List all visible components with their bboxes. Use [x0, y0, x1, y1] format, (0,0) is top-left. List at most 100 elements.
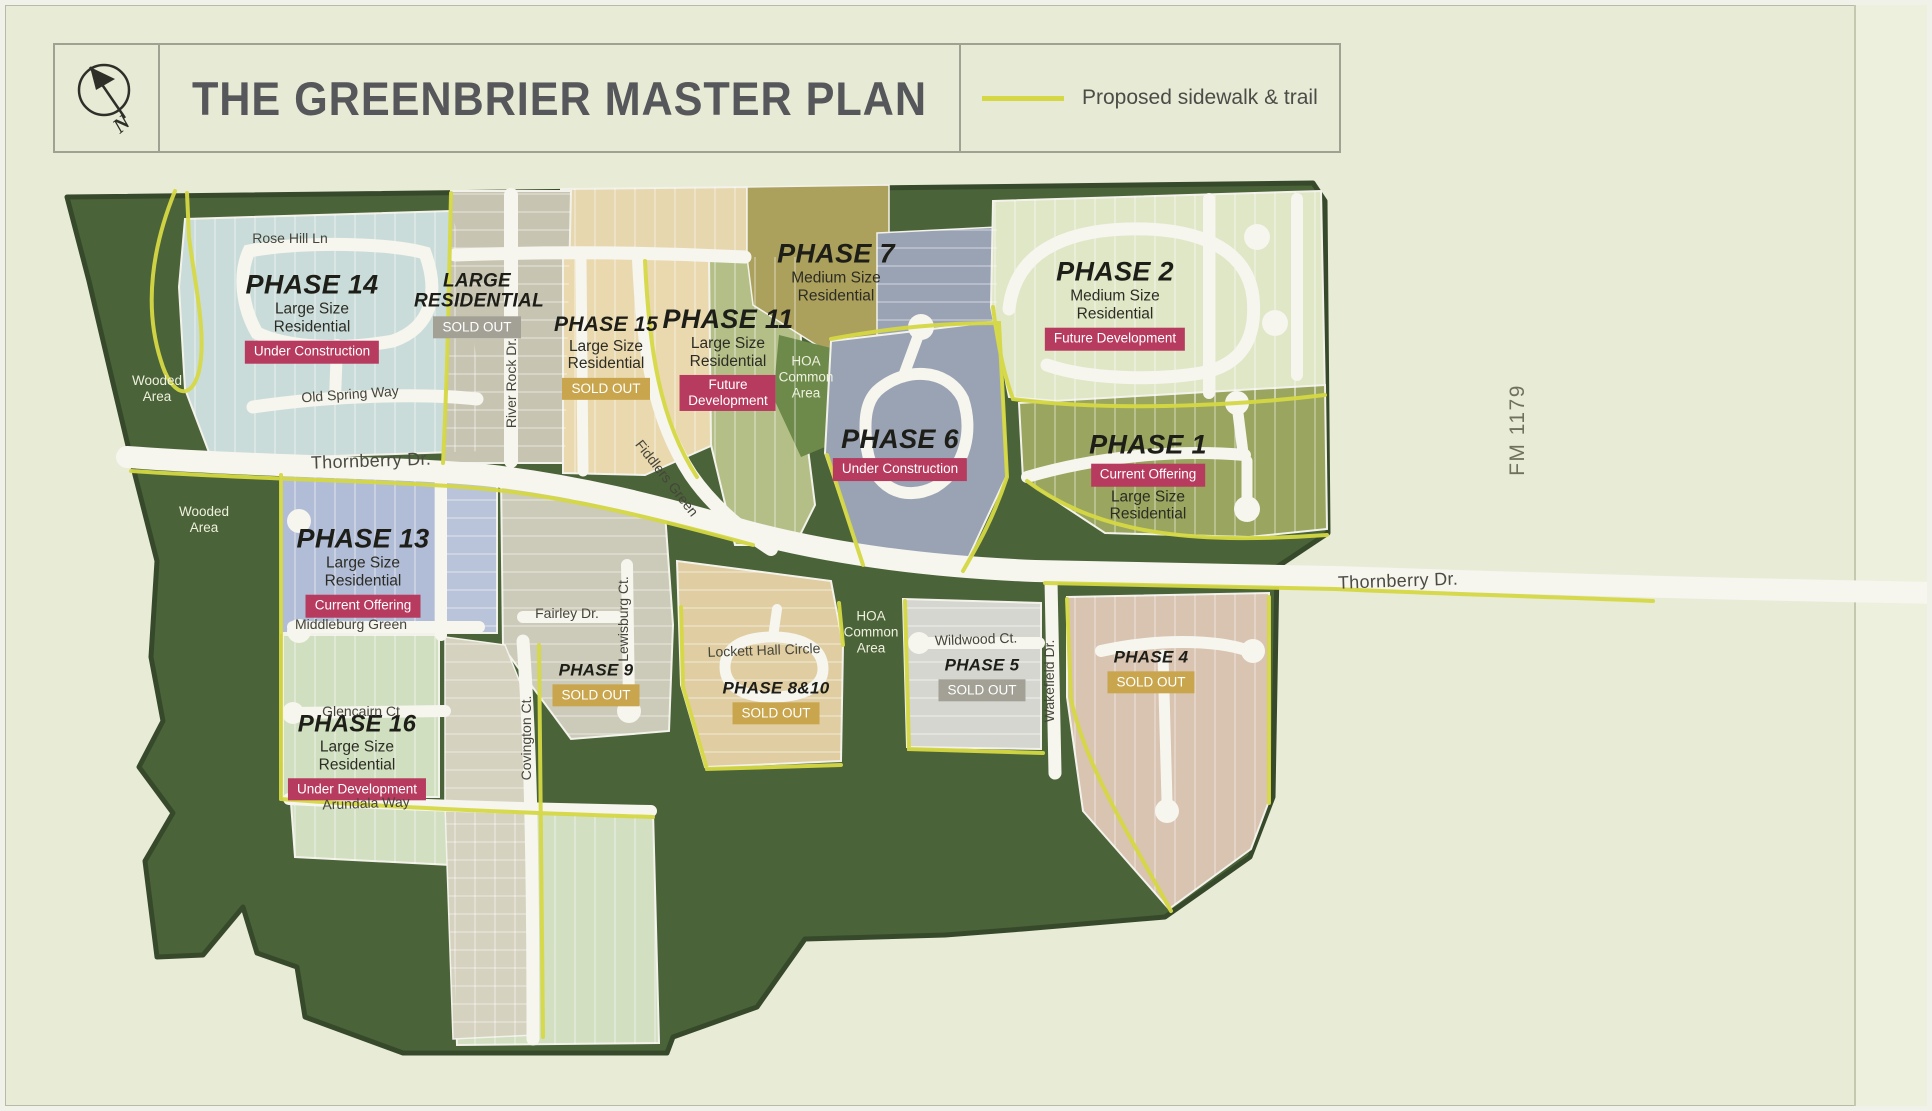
- phase-status-badge: Future Development: [1044, 327, 1186, 351]
- area-label-wooded-2: Wooded Area: [178, 503, 230, 535]
- phase-name: PHASE 11: [662, 303, 794, 334]
- road-phase15-street: [575, 253, 589, 477]
- master-plan-map: [64, 5, 1927, 1106]
- phase-status-badge: SOLD OUT: [552, 684, 640, 707]
- legend: Proposed sidewalk & trail: [958, 45, 1339, 151]
- phase-name: PHASE 8&10: [722, 678, 830, 698]
- compass-cell: N: [55, 45, 160, 151]
- phase-name: PHASE 6: [841, 424, 959, 455]
- road-phase1-street: [1021, 447, 1251, 483]
- road-phase6-loop: [859, 367, 974, 500]
- phase-status-badge: Current Offering: [1090, 464, 1206, 487]
- header: N THE GREENBRIER MASTER PLAN Proposed si…: [53, 43, 1341, 153]
- road-thornberry-dr: [116, 446, 1927, 604]
- road-label-fm-1179: FM 1179: [1505, 384, 1529, 476]
- road-label-wildwood-ct: Wildwood Ct.: [934, 629, 1018, 649]
- phase-name: PHASE 2: [1056, 256, 1174, 287]
- road-label-glencairn-ct: Glencairn Ct: [322, 702, 400, 719]
- road-label-thornberry-left: Thornberry Dr.: [310, 448, 432, 473]
- road-label-fairley-dr: Fairley Dr.: [535, 604, 599, 621]
- phase-status-badge: SOLD OUT: [938, 679, 1026, 702]
- phase-5-label: PHASE 5 SOLD OUT: [938, 655, 1026, 702]
- phase-15-label: PHASE 15 Large Size Residential SOLD OUT: [548, 312, 664, 401]
- legend-trail-line-icon: [981, 95, 1064, 101]
- legend-label: Proposed sidewalk & trail: [1081, 86, 1318, 109]
- trail-phase2: [991, 305, 1327, 409]
- road-phase6-connector: [897, 333, 923, 383]
- road-old-spring-way: [246, 389, 484, 414]
- road-label-lewisburg-ct: Lewisburg Ct.: [614, 576, 631, 662]
- phase-status-badge: SOLD OUT: [562, 377, 650, 401]
- phase-status-badge: Under Development: [287, 778, 427, 801]
- phase-status-badge: Current Offering: [305, 594, 421, 618]
- trail-thornberry-left: [129, 469, 755, 547]
- fm-1179-road: [1854, 5, 1927, 1106]
- lot-lines: [179, 187, 1327, 1045]
- trail-phase8-10: [679, 601, 845, 772]
- road-label-wakefield-dr: Wakefield Dr.: [1040, 639, 1057, 723]
- phase-name: PHASE 13: [296, 523, 430, 554]
- trail-phase5: [903, 599, 1045, 755]
- trail-thornberry-right: [1043, 581, 1655, 603]
- trail-paths: [129, 189, 1655, 1039]
- phase-status-badge: SOLD OUT: [433, 316, 521, 339]
- phase-7-label: PHASE 7 Medium Size Residential: [777, 239, 895, 304]
- road-label-arundala-way: Arundala Way: [322, 793, 410, 813]
- phase-status-badge: Under Construction: [832, 458, 968, 481]
- phase-1-label: PHASE 1 Current Offering Large Size Resi…: [1089, 429, 1207, 524]
- phase-status-badge: SOLD OUT: [732, 702, 820, 725]
- road-wakefield-dr: [1044, 574, 1062, 780]
- phase-name: PHASE 14: [245, 269, 379, 300]
- compass-icon: N: [78, 63, 136, 138]
- phase-4-label: PHASE 4 SOLD OUT: [1107, 647, 1195, 694]
- phase-8-10-label: PHASE 8&10 SOLD OUT: [722, 678, 830, 725]
- road-label-covington-ct: Covington Ct.: [517, 695, 534, 781]
- page-title: THE GREENBRIER MASTER PLAN: [191, 71, 927, 125]
- phase-status-badge: SOLD OUT: [1107, 671, 1195, 694]
- trail-wooded-loop: [149, 189, 204, 394]
- phase-subtitle: Large Size Residential: [273, 301, 351, 336]
- road-top-loop: [448, 246, 752, 264]
- phase-name: PHASE 1: [1089, 429, 1207, 460]
- phase-subtitle: Large Size Residential: [318, 738, 396, 773]
- phase-2-label: PHASE 2 Medium Size Residential Future D…: [1044, 256, 1186, 351]
- phase-14-label: PHASE 14 Large Size Residential Under Co…: [244, 269, 380, 364]
- road-phase2-loop: [1002, 222, 1261, 385]
- road-lockett-connector: [768, 604, 782, 642]
- large-residential-label: LARGE RESIDENTIAL SOLD OUT: [414, 270, 544, 339]
- area-label-hoa-1: HOA Common Area: [778, 353, 834, 402]
- phase-subtitle: Large Size Residential: [1109, 488, 1187, 523]
- phase-name: PHASE 9: [558, 660, 634, 680]
- cul-de-sac-bulbs: [282, 224, 1288, 823]
- road-lewisburg-ct: [621, 559, 635, 711]
- phase-name: PHASE 5: [944, 655, 1020, 675]
- trail-bottom: [279, 797, 655, 819]
- trail-phase4: [1065, 595, 1271, 913]
- phase-subtitle: Medium Size Residential: [1070, 288, 1160, 323]
- phase-name: PHASE 16: [297, 710, 417, 738]
- phase-subtitle: Large Size Residential: [689, 335, 767, 370]
- phase-name: PHASE 7: [777, 238, 895, 269]
- phase-13-label: PHASE 13 Large Size Residential Current …: [296, 523, 430, 618]
- phase-subtitle: Large Size Residential: [567, 337, 645, 373]
- trail-covington: [537, 643, 545, 1039]
- road-label-thornberry-right: Thornberry Dr.: [1337, 568, 1459, 593]
- phase-name: PHASE 4: [1113, 647, 1189, 667]
- road-label-rose-hill-ln: Rose Hill Ln: [252, 229, 328, 246]
- trail-phase1: [1025, 479, 1329, 541]
- road-rose-hill-ln: [236, 237, 439, 353]
- phase-subtitle: Medium Size Residential: [791, 269, 881, 305]
- phase-status-badge: Future Development: [679, 375, 776, 412]
- road-label-river-rock-dr: River Rock Dr.: [502, 337, 519, 429]
- phase-16-label: PHASE 16 Large Size Residential Under De…: [287, 710, 427, 801]
- phase-11-label: PHASE 11 Large Size Residential Future D…: [662, 303, 794, 412]
- phase-6-label: PHASE 6 Under Construction: [832, 424, 968, 481]
- area-label-hoa-2: HOA Common Area: [843, 608, 899, 657]
- phase-name: PHASE 15: [554, 312, 658, 336]
- phase-name: LARGE RESIDENTIAL: [414, 270, 544, 312]
- phase-status-badge: Under Construction: [244, 340, 380, 364]
- area-label-wooded-1: Wooded Area: [131, 372, 183, 404]
- road-lockett-hall-circle: [719, 631, 829, 703]
- phase-9-label: PHASE 9 SOLD OUT: [552, 660, 640, 707]
